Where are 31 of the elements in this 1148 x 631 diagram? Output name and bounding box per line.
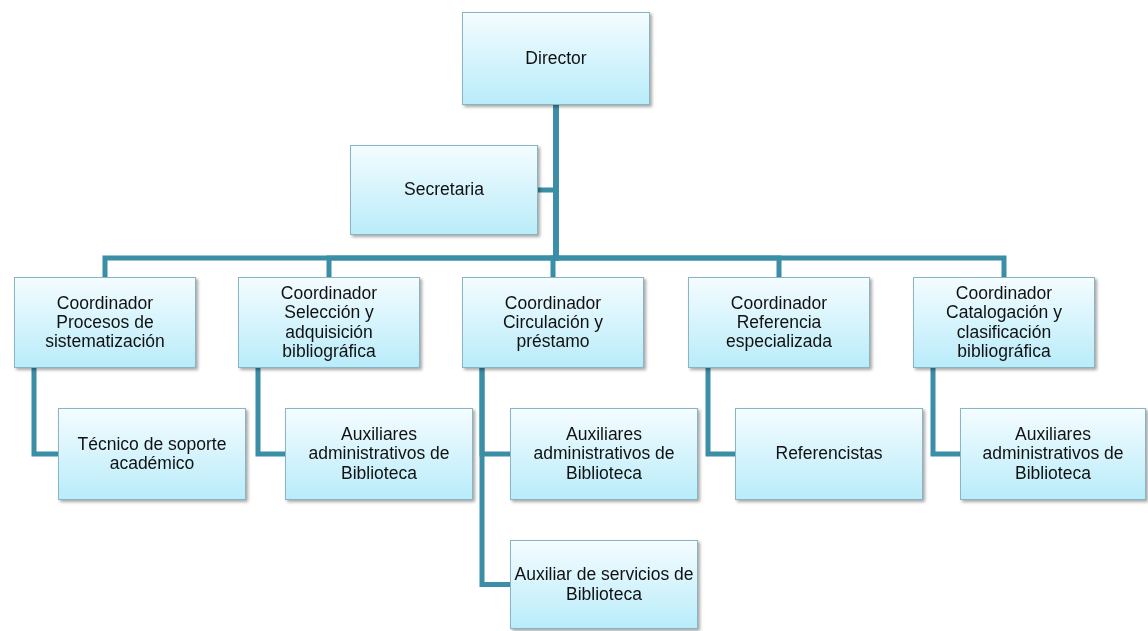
box-label: Auxiliar de servicios de Biblioteca — [513, 565, 695, 604]
box-label: Secretaria — [403, 180, 485, 200]
org-box — [350, 145, 538, 235]
org-box — [960, 408, 1146, 500]
org-box — [510, 540, 698, 629]
connector-line — [255, 368, 285, 457]
connector-line — [479, 368, 510, 587]
connector-line — [31, 368, 58, 457]
box-label: Técnico de soporte académico — [76, 434, 228, 474]
box-label: Coordinador Referencia especializada — [724, 293, 833, 352]
org-box — [14, 277, 196, 368]
org-box — [462, 12, 650, 105]
org-box — [735, 408, 923, 500]
box-label: Coordinador Circulación y préstamo — [501, 293, 605, 352]
box-label: Auxiliares administrativos de Biblioteca — [981, 425, 1125, 483]
box-label: Auxiliares administrativos de Biblioteca — [307, 425, 451, 483]
connector-line — [705, 368, 735, 457]
org-box — [510, 408, 698, 500]
box-label: Referencistas — [774, 444, 884, 464]
connector-line — [930, 368, 960, 457]
org-box — [285, 408, 473, 500]
org-box — [58, 408, 246, 500]
org-box — [913, 277, 1095, 368]
box-label: Director — [524, 48, 588, 69]
box-label: Auxiliares administrativos de Biblioteca — [532, 425, 676, 483]
box-label: Coordinador Selección y adquisición bibliográfica — [279, 284, 379, 361]
box-label: Coordinador Catalogación y clasificación bibliográfica — [945, 284, 1063, 361]
org-box — [688, 277, 870, 368]
org-box — [462, 277, 644, 368]
box-label: Coordinador Procesos de sistematización — [44, 293, 166, 352]
org-box — [238, 277, 420, 368]
